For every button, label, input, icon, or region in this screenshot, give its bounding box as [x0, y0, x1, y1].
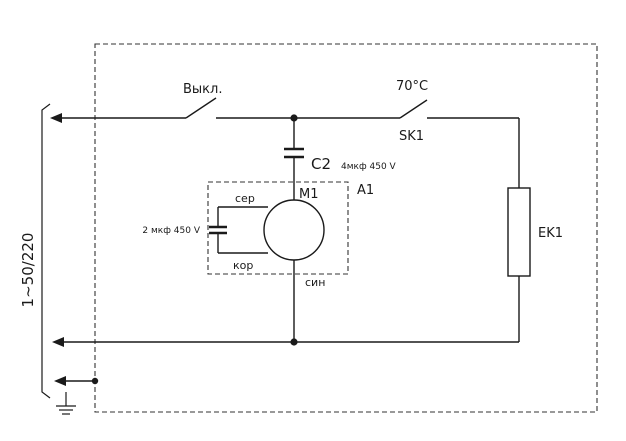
thermostat-blade: [399, 99, 428, 119]
neutral-arrow-icon: [52, 337, 64, 347]
phase-arrow-icon: [50, 113, 62, 123]
thermostat-temperature: 70°C: [396, 79, 428, 94]
earth-arrow-icon: [54, 376, 66, 386]
supply-label: 1~50/220: [19, 233, 37, 308]
earth-junction-dot: [91, 377, 99, 385]
supply-bracket: [41, 103, 51, 399]
thermostat-ref: SK1: [399, 129, 424, 144]
grey-wire-label: сер: [235, 192, 255, 205]
cap-c2-ref: C2: [311, 155, 331, 173]
motor-ref: M1: [299, 187, 319, 202]
main-switch-blade: [185, 97, 217, 119]
start-cap-value: 2 мкф 450 V: [142, 226, 200, 236]
bottom-junction-dot: [290, 338, 298, 346]
enclosure-boundary: [94, 43, 598, 413]
cap-c2-value: 4мкф 450 V: [341, 162, 397, 172]
ground-icon: [56, 392, 76, 415]
main-switch-label: Выкл.: [183, 82, 222, 97]
brown-wire-label: кор: [233, 259, 253, 272]
motor-symbol: [263, 199, 325, 261]
heater-element: [507, 187, 531, 277]
assembly-ref: A1: [357, 183, 374, 198]
blue-wire-label: син: [305, 276, 325, 289]
assembly-boundary: [207, 181, 349, 275]
heater-ref: EK1: [538, 226, 563, 241]
